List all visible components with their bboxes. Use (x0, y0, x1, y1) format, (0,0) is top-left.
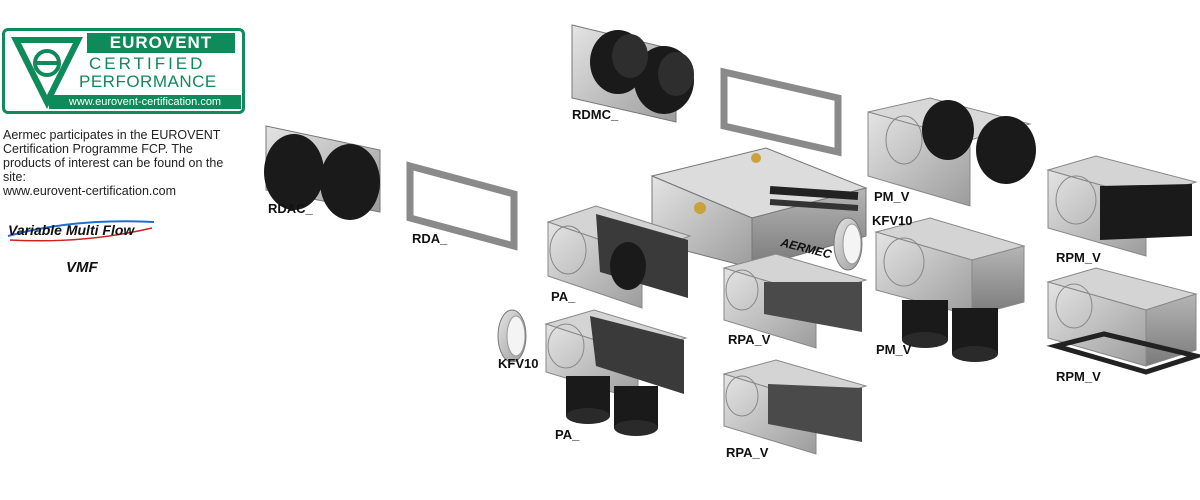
eurovent-badge: EUROVENT CERTIFIED PERFORMANCE www.eurov… (2, 28, 245, 114)
pm-v-bottom-component (874, 217, 1026, 362)
label-rpm-v-bottom: RPM_V (1056, 369, 1101, 384)
badge-certified: CERTIFIED (89, 54, 206, 73)
pm-v-top-component (867, 97, 1036, 207)
label-rdac: RDAC_ (268, 201, 313, 216)
certification-description: Aermec participates in the EUROVENT Cert… (3, 128, 248, 198)
kfv10-ring-right (833, 217, 863, 271)
label-kfv10-right: KFV10 (872, 213, 913, 228)
vmf-code: VMF (66, 259, 98, 276)
rpa-v-bottom-component (722, 359, 868, 455)
pa-bottom-component (544, 309, 688, 436)
label-pa-bottom: PA_ (555, 427, 580, 442)
badge-url: www.eurovent-certification.com (49, 95, 241, 109)
badge-performance: PERFORMANCE (79, 72, 217, 91)
eurovent-logo-icon (11, 37, 83, 109)
label-rpa-v-bottom: RPA_V (726, 445, 769, 460)
label-kfv10-left: KFV10 (498, 356, 539, 371)
rda-frame-left (406, 161, 518, 251)
label-pa-top: PA_ (551, 289, 576, 304)
kfv10-ring-left (497, 309, 527, 363)
description-line: products of interest can be found on the… (3, 156, 224, 184)
description-link[interactable]: www.eurovent-certification.com (3, 184, 176, 198)
vmf-swoosh-icon (7, 220, 155, 242)
description-line: Aermec participates in the EUROVENT (3, 128, 221, 142)
rpa-v-top-component (722, 253, 868, 349)
rdmc-component (571, 24, 694, 123)
rdac-component (264, 125, 381, 220)
vmf-brand-name: Variable Multi Flow (8, 222, 135, 238)
rpm-v-bottom-component (1046, 267, 1200, 375)
label-pm-v-bottom: PM_V (876, 342, 912, 357)
description-line: Certification Programme FCP. The (3, 142, 193, 156)
rpm-v-top-component (1046, 155, 1198, 257)
label-rpa-v-top: RPA_V (728, 332, 771, 347)
badge-title: EUROVENT (87, 33, 235, 53)
label-rpm-v-top: RPM_V (1056, 250, 1101, 265)
label-rda: RDA_ (412, 231, 448, 246)
label-rdmc: RDMC_ (572, 107, 619, 122)
label-pm-v-top: PM_V (874, 189, 910, 204)
rda-frame-top (720, 67, 842, 157)
pa-top-component (546, 205, 692, 309)
